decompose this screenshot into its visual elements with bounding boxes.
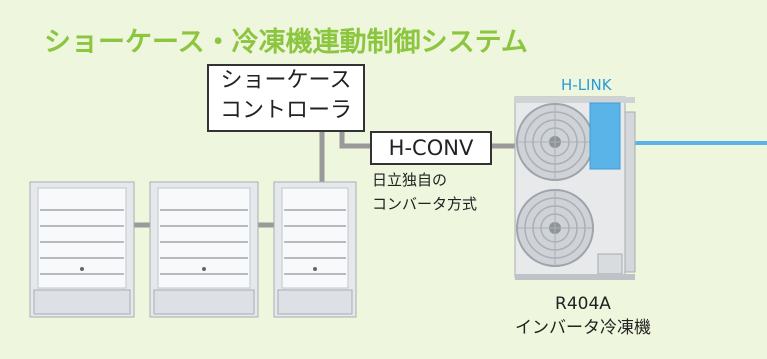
showcase-controller-label-line2: コントローラ (219, 98, 352, 123)
converter-label: H-CONV (388, 136, 474, 160)
showcase-controller-box: ショーケース コントローラ (207, 64, 365, 132)
converter-box: H-CONV (370, 131, 492, 165)
showcase-unit (29, 181, 135, 318)
unit-model: R404A (555, 294, 611, 314)
converter-description: 日立独自の コンバータ方式 (372, 168, 477, 216)
hlink-label: H-LINK (561, 76, 612, 94)
converter-desc-line2: コンバータ方式 (372, 195, 478, 213)
hlink-module (589, 102, 621, 170)
showcase-controller-label-line1: ショーケース (220, 68, 352, 93)
showcase-unit (149, 181, 259, 318)
diagram-title: ショーケース・冷凍機連動制御システム (44, 27, 528, 58)
fan-grille-upper (516, 103, 594, 181)
unit-name: インバータ冷凍機 (515, 318, 651, 338)
wiring (134, 130, 515, 228)
showcase-unit (273, 181, 357, 318)
converter-desc-line1: 日立独自の (372, 171, 448, 189)
refrigeration-unit-label: R404A インバータ冷凍機 (483, 292, 683, 340)
fan-grille-lower (516, 189, 594, 267)
refrigeration-unit (514, 96, 636, 280)
controller-to-converter-wire (339, 130, 370, 149)
